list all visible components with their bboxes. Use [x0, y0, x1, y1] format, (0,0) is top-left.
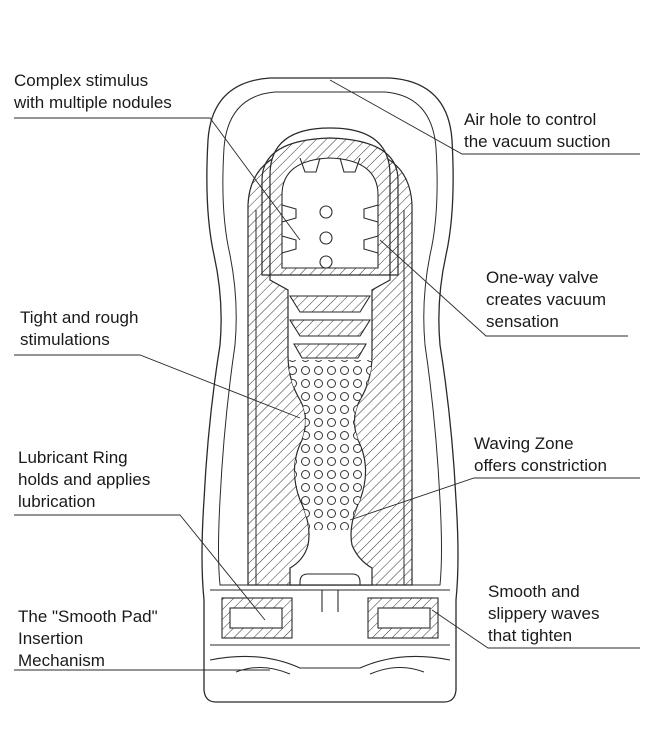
leader-lines — [14, 79, 640, 671]
insertion-stem — [299, 573, 361, 585]
label-one-way-valve: One-way valve creates vacuum sensation — [486, 268, 606, 331]
label-smooth-pad: The "Smooth Pad" Insertion Mechanism — [18, 607, 158, 670]
outer-cup-shell — [201, 77, 459, 703]
label-air-hole: Air hole to control the vacuum suction — [464, 110, 611, 151]
one-way-valve — [289, 295, 371, 359]
lubricant-ring — [221, 597, 439, 639]
label-complex-stimulus: Complex stimulus with multiple nodules — [14, 71, 172, 112]
inner-cup-shell — [218, 91, 442, 586]
label-lubricant-ring: Lubricant Ring holds and applies lubrica… — [18, 448, 151, 511]
label-smooth-waves: Smooth and slippery waves that tighten — [488, 582, 600, 645]
label-waving-zone: Waving Zone offers constriction — [474, 434, 607, 475]
label-tight-rough: Tight and rough stimulations — [20, 308, 139, 349]
